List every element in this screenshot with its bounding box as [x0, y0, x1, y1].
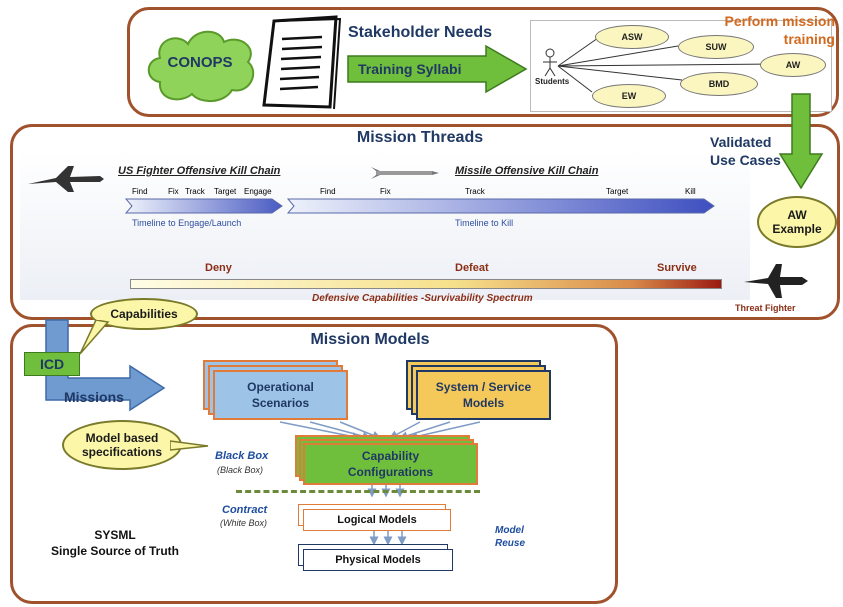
use-case-bmd: BMD [680, 72, 758, 96]
use-case-ew: EW [592, 84, 666, 108]
icd-box: ICD [24, 352, 80, 376]
missile-step-target: Target [606, 187, 629, 196]
spectrum-caption: Defensive Capabilities -Survivability Sp… [312, 293, 533, 304]
use-case-suw: SUW [678, 35, 754, 59]
threat-fighter-label: Threat Fighter [735, 303, 796, 313]
model-based-pointer [170, 440, 209, 451]
training-syllabi-label: Training Syllabi [358, 61, 462, 77]
validated-down-arrow [778, 93, 824, 190]
use-case-asw: ASW [595, 25, 669, 49]
document-icon [262, 15, 342, 110]
model-based-callout: Model based specifications [62, 420, 182, 470]
logical-layer-front: Logical Models [303, 509, 451, 531]
system-layer-front: System / Service Models [416, 370, 551, 420]
fighter-step-track: Track [185, 187, 205, 196]
contract-label: Contract [222, 504, 268, 516]
operational-line1: Operational [247, 380, 314, 394]
stakeholder-needs-label: Stakeholder Needs [348, 24, 493, 41]
fighter-timeline [124, 198, 283, 214]
capabilities-pointer [79, 320, 110, 355]
fighter-chain-title: US Fighter Offensive Kill Chain [118, 165, 281, 177]
mission-models-title: Mission Models [310, 331, 430, 348]
missile-icon [371, 167, 439, 179]
threat-fighter-icon [744, 264, 808, 298]
conops-cloud [147, 30, 255, 102]
sysml-line1: SYSML [94, 528, 136, 542]
black-box-sub-label: (Black Box) [217, 465, 264, 475]
missions-arrow [45, 319, 166, 412]
physical-models-stack: Physical Models [298, 544, 456, 574]
missile-timeline [286, 198, 715, 214]
model-based-line1: Model based [85, 431, 159, 445]
system-models-stack: System / Service Models [406, 360, 551, 420]
fighter-step-engage: Engage [244, 187, 272, 196]
fighter-jet-icon [28, 166, 104, 192]
system-line1: System / Service [435, 380, 532, 394]
timeline-kill-label: Timeline to Kill [455, 218, 514, 228]
fighter-step-target: Target [214, 187, 237, 196]
capability-configurations-stack: Capability Configurations [295, 435, 480, 485]
missile-step-kill: Kill [685, 187, 696, 196]
operational-line2: Scenarios [251, 396, 310, 410]
missile-step-fix: Fix [380, 187, 391, 196]
fighter-step-find: Find [132, 187, 148, 196]
physical-label: Physical Models [335, 554, 421, 566]
system-line2: Models [462, 396, 505, 410]
capabilities-label: Capabilities [110, 307, 178, 321]
missile-chain-title: Missile Offensive Kill Chain [455, 165, 599, 177]
validated-label-2: Use Cases [710, 152, 781, 168]
actor-lines [543, 37, 771, 93]
survive-label: Survive [657, 262, 697, 274]
timeline-engage-label: Timeline to Engage/Launch [132, 218, 242, 228]
conops-label: CONOPS [167, 54, 233, 71]
capability-line1: Capability [361, 449, 420, 463]
perform-mission-training-2: training [783, 31, 835, 47]
students-label: Students [535, 77, 570, 86]
missile-step-track: Track [465, 187, 485, 196]
model-based-line2: specifications [81, 445, 163, 459]
mission-threads-title: Mission Threads [356, 129, 484, 146]
perform-mission-training-1: Perform mission [724, 13, 835, 29]
fighter-steps: Find Fix Track Target Engage [130, 187, 290, 199]
use-case-aw: AW [760, 53, 826, 77]
capability-line2: Configurations [347, 465, 434, 479]
validated-label-1: Validated [710, 134, 772, 150]
operational-layer-front: Operational Scenarios [213, 370, 348, 420]
operational-scenarios-stack: Operational Scenarios [203, 360, 348, 420]
physical-layer-front: Physical Models [303, 549, 453, 571]
aw-example-line1: AW [787, 208, 807, 222]
deny-label: Deny [205, 262, 232, 274]
logical-label: Logical Models [337, 514, 417, 526]
aw-example-line2: Example [772, 222, 822, 236]
defeat-label: Defeat [455, 262, 489, 274]
missions-label: Missions [64, 389, 124, 405]
logical-models-stack: Logical Models [298, 504, 453, 534]
black-box-label: Black Box [215, 450, 269, 462]
capabilities-callout: Capabilities [90, 298, 198, 330]
fighter-step-fix: Fix [168, 187, 179, 196]
missile-step-find: Find [320, 187, 336, 196]
dashed-separator [236, 490, 480, 493]
model-reuse-line1: Model [495, 525, 524, 536]
model-reuse-line2: Reuse [495, 538, 526, 549]
survivability-bar [130, 279, 722, 289]
sysml-line2: Single Source of Truth [50, 544, 179, 558]
capability-layer-front: Capability Configurations [303, 443, 478, 485]
white-box-label: (White Box) [220, 518, 268, 528]
training-syllabi-arrow [347, 44, 528, 94]
aw-example-callout: AW Example [757, 196, 837, 248]
missile-steps: Find Fix Track Target Kill [290, 187, 710, 199]
